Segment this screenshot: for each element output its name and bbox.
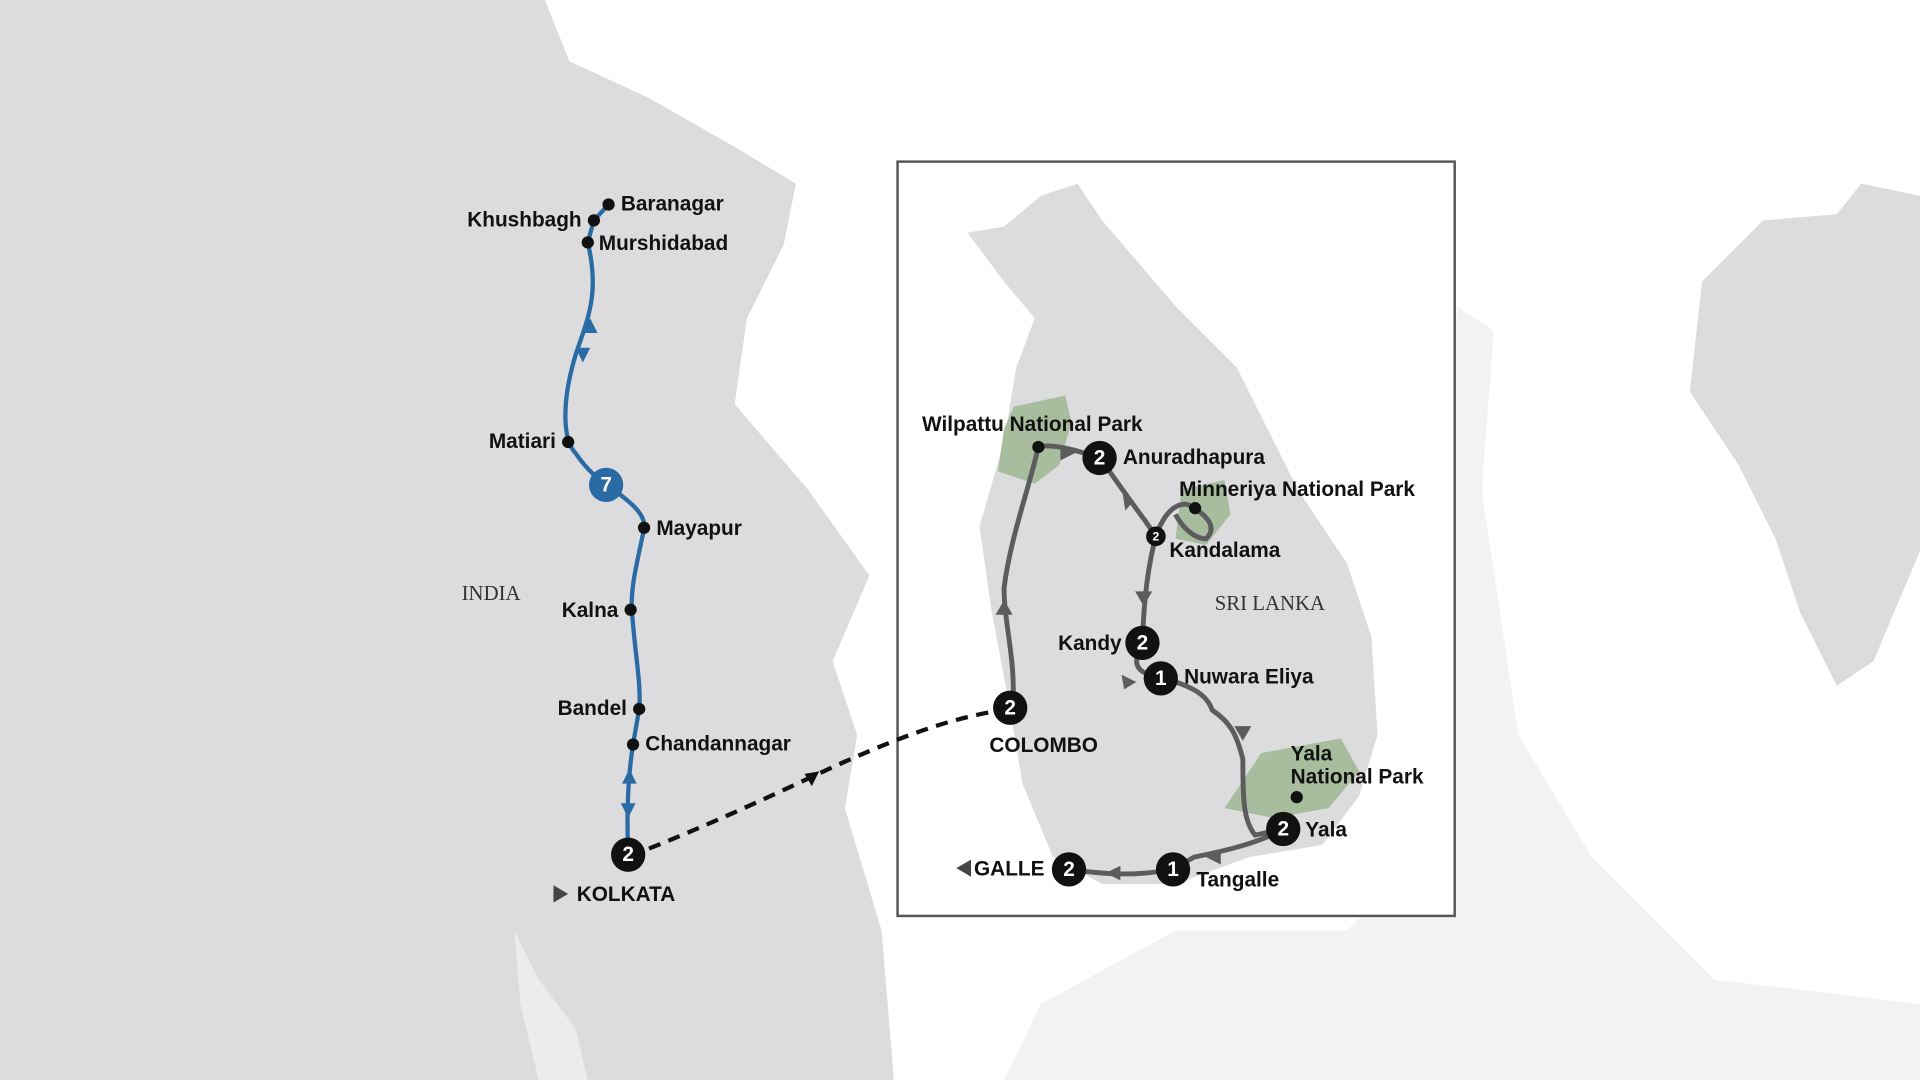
flight-arrow-icon: [804, 771, 820, 787]
cruise-nights: 7: [600, 473, 612, 496]
stop-label: COLOMBO: [989, 734, 1098, 757]
start-arrow-icon: [553, 885, 569, 903]
cruise-nights-badge: [588, 467, 624, 503]
stop-label: Minneriya National Park: [1179, 478, 1415, 501]
nights-count: 2: [1004, 696, 1016, 719]
nights-count: 2: [1277, 817, 1289, 840]
stop-label: GALLE: [974, 858, 1045, 881]
stop-label: Matiari: [489, 430, 556, 453]
nights-count: 2: [622, 843, 634, 866]
stop-label: Mayapur: [656, 517, 742, 540]
night-markers: [993, 440, 1301, 887]
stop-label: Kandy: [1058, 632, 1122, 655]
stop-label: Kalna: [562, 599, 619, 622]
stop-label: National Park: [1291, 766, 1424, 789]
nights-count: 2: [1153, 529, 1160, 543]
stop-label: Kandalama: [1169, 539, 1280, 562]
nights-count: 1: [1167, 858, 1179, 881]
india-stop-dots: [562, 198, 651, 751]
flight-route: [648, 706, 1011, 851]
stop-label: Yala: [1305, 818, 1347, 841]
wilpattu-park: [997, 395, 1072, 484]
nights-count: 2: [1094, 446, 1106, 469]
stop-label: Anuradhapura: [1123, 446, 1266, 469]
stop-label: Baranagar: [621, 193, 724, 216]
end-arrow-icon: [956, 859, 972, 877]
nights-count: 2: [1063, 858, 1075, 881]
stop-label: Wilpattu National Park: [922, 413, 1143, 436]
india-landmass: [0, 0, 894, 1080]
nights-count: 2: [1137, 631, 1149, 654]
stop-label: Khushbagh: [467, 209, 581, 232]
country-label-india: INDIA: [462, 581, 521, 605]
stop-label: Yala: [1291, 742, 1333, 765]
river-direction-arrows: [575, 318, 637, 818]
sri-lanka-landmass: [967, 183, 1378, 885]
faint-landmass: [1004, 306, 1920, 1080]
stop-label: Tangalle: [1196, 869, 1279, 892]
kolkata-marker: [611, 837, 646, 872]
stop-label: Chandannagar: [645, 733, 791, 756]
start-city-label: KOLKATA: [577, 883, 676, 906]
bangladesh-coast: [514, 930, 588, 1080]
east-landmass: [1689, 183, 1920, 686]
road-direction-arrows: [995, 445, 1252, 881]
stop-label: Murshidabad: [599, 232, 728, 255]
stop-label: Nuwara Eliya: [1184, 665, 1314, 688]
yala-park: [1224, 738, 1360, 818]
country-label-sri-lanka: SRI LANKA: [1215, 591, 1325, 615]
nights-count: 1: [1155, 667, 1167, 690]
stop-label: Bandel: [558, 697, 627, 720]
sri-lanka-stop-dots: [1032, 440, 1303, 804]
